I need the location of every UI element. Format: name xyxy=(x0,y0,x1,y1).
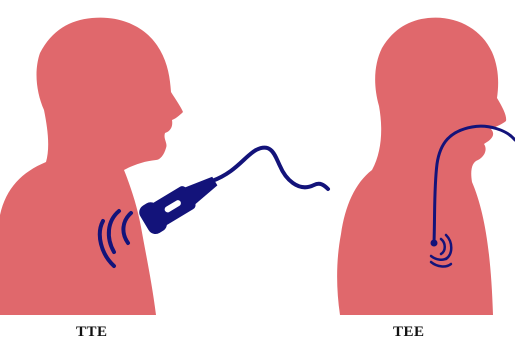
tee-person-silhouette xyxy=(337,18,506,315)
tte-person-silhouette xyxy=(0,18,183,315)
ultrasound-probe-icon xyxy=(136,167,223,237)
tee-panel xyxy=(337,18,515,315)
tee-probe-tip xyxy=(431,240,438,247)
tte-panel xyxy=(0,18,328,315)
tte-label: TTE xyxy=(76,324,108,341)
tee-label: TEE xyxy=(393,324,425,341)
tte-probe-cable xyxy=(212,148,328,189)
